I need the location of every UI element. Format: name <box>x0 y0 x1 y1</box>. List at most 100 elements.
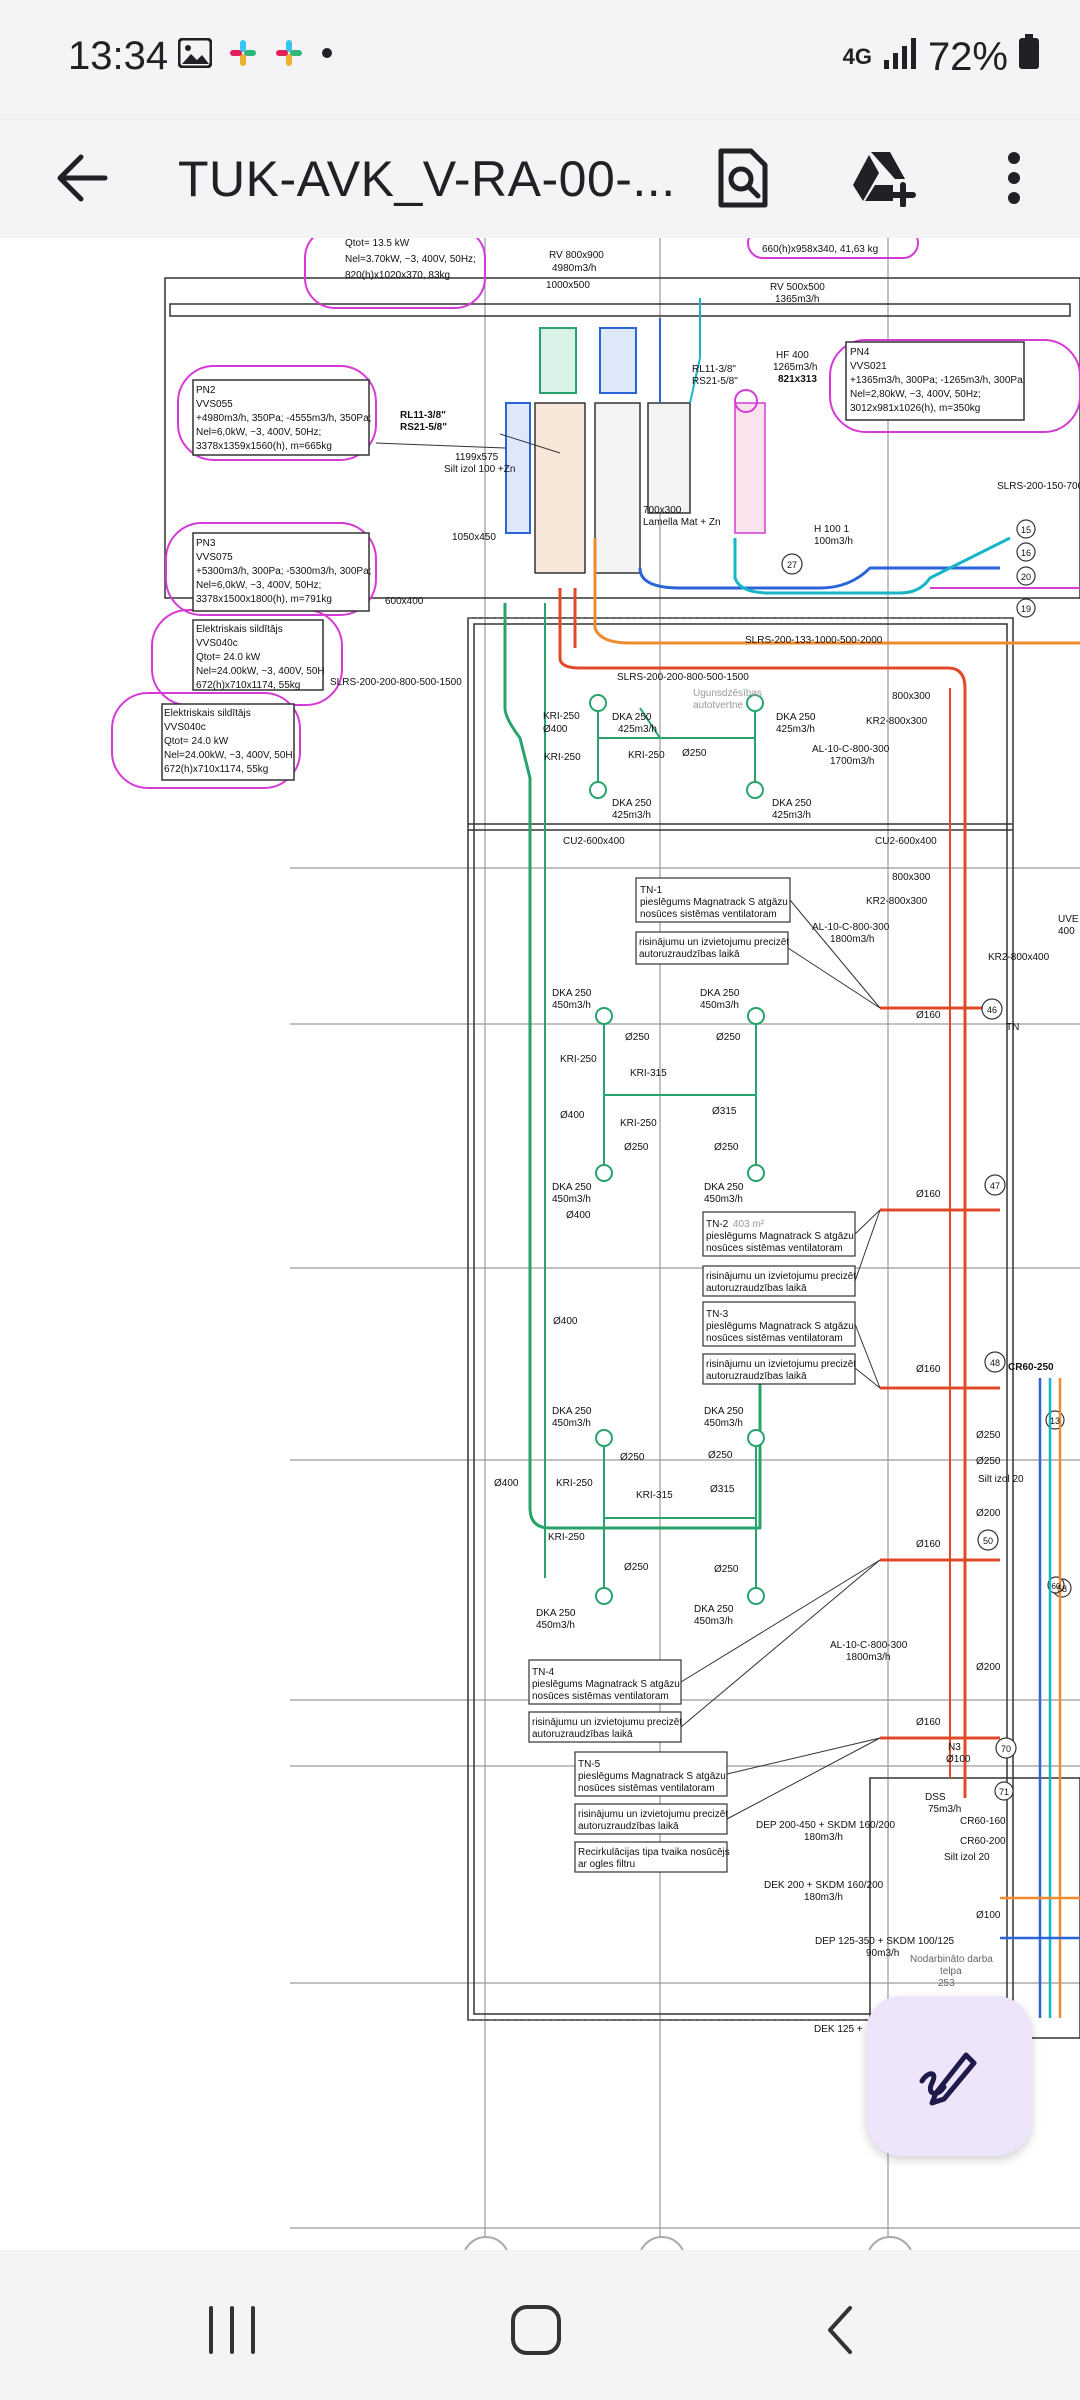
svg-text:DEK 200 + SKDM 160/200: DEK 200 + SKDM 160/200 <box>764 1880 884 1891</box>
svg-text:pieslēgums Magnatrack S atgāzu: pieslēgums Magnatrack S atgāzu <box>578 1771 726 1782</box>
svg-text:Silt izol 20: Silt izol 20 <box>944 1852 990 1863</box>
svg-text:pieslēgums Magnatrack S atgāzu: pieslēgums Magnatrack S atgāzu <box>706 1321 854 1332</box>
document-title: TUK-AVK_V-RA-00-... <box>178 151 676 207</box>
svg-text:Nel=24.00kW, ~3, 400V, 50H: Nel=24.00kW, ~3, 400V, 50H <box>164 750 293 761</box>
back-button[interactable] <box>46 142 118 214</box>
svg-text:Ø250: Ø250 <box>624 1142 649 1153</box>
notification-icons <box>177 37 334 73</box>
battery-icon <box>1018 34 1040 80</box>
svg-text:KRI-250: KRI-250 <box>620 1118 657 1129</box>
svg-text:50: 50 <box>983 1536 993 1546</box>
svg-text:27: 27 <box>787 560 797 570</box>
svg-text:+5300m3/h, 300Pa; -5300m3/h, 3: +5300m3/h, 300Pa; -5300m3/h, 300Pa; <box>196 566 371 577</box>
svg-text:58: 58 <box>1057 1584 1067 1594</box>
svg-text:H 100 1: H 100 1 <box>814 524 849 535</box>
svg-text:Qtot= 24.0 kW: Qtot= 24.0 kW <box>196 652 261 663</box>
svg-text:DSS: DSS <box>925 1792 946 1803</box>
svg-text:Ø250: Ø250 <box>708 1450 733 1461</box>
svg-text:pieslēgums Magnatrack S atgāzu: pieslēgums Magnatrack S atgāzu <box>532 1679 680 1690</box>
add-to-drive-button[interactable] <box>848 142 920 214</box>
svg-text:4980m3/h: 4980m3/h <box>552 263 596 274</box>
svg-text:KRI-250: KRI-250 <box>560 1054 597 1065</box>
svg-text:20: 20 <box>1021 572 1031 582</box>
svg-text:nosūces sistēmas ventilatoram: nosūces sistēmas ventilatoram <box>706 1243 843 1254</box>
recent-apps-button[interactable] <box>192 2290 272 2370</box>
exhaust-duct-green <box>503 603 762 1530</box>
svg-text:Ø400: Ø400 <box>566 1210 591 1221</box>
back-icon <box>828 2306 852 2354</box>
svg-text:Ø400: Ø400 <box>543 724 568 735</box>
svg-text:Qtot= 13.5 kW: Qtot= 13.5 kW <box>345 238 410 249</box>
svg-text:450m3/h: 450m3/h <box>694 1616 733 1627</box>
svg-text:autoruzraudzības laikā: autoruzraudzības laikā <box>639 949 740 960</box>
svg-text:nosūces sistēmas ventilatoram: nosūces sistēmas ventilatoram <box>532 1691 669 1702</box>
svg-text:Ø250: Ø250 <box>682 748 707 759</box>
revision-clouds <box>111 238 1080 789</box>
svg-text:253: 253 <box>938 1978 955 1989</box>
svg-text:425m3/h: 425m3/h <box>772 810 811 821</box>
svg-text:Ø100: Ø100 <box>976 1910 1001 1921</box>
svg-text:Ø200: Ø200 <box>976 1662 1001 1673</box>
svg-text:KRI-315: KRI-315 <box>636 1490 673 1501</box>
svg-text:60: 60 <box>1052 1582 1061 1591</box>
svg-text:DKA 250: DKA 250 <box>776 712 816 723</box>
status-time: 13:34 <box>68 34 169 78</box>
svg-text:700x300: 700x300 <box>643 505 682 516</box>
svg-text:1365m3/h: 1365m3/h <box>775 294 819 305</box>
svg-text:TN-4: TN-4 <box>532 1667 555 1678</box>
nav-back-button[interactable] <box>800 2290 880 2370</box>
svg-text:Ø100: Ø100 <box>946 1754 971 1765</box>
dot-icon <box>320 46 334 65</box>
svg-text:VVS075: VVS075 <box>196 552 233 563</box>
svg-text:Ø250: Ø250 <box>976 1456 1001 1467</box>
svg-text:DEK 125 +: DEK 125 + <box>814 2024 863 2035</box>
svg-text:VVS021: VVS021 <box>850 361 887 372</box>
svg-text:AL-10-C-800-300: AL-10-C-800-300 <box>830 1640 908 1651</box>
svg-text:SLRS-200-200-800-500-1500: SLRS-200-200-800-500-1500 <box>617 672 749 683</box>
svg-text:PN3: PN3 <box>196 538 216 549</box>
svg-text:450m3/h: 450m3/h <box>552 1000 591 1011</box>
svg-text:TN: TN <box>1006 1022 1019 1033</box>
search-document-button[interactable] <box>707 142 779 214</box>
home-icon <box>511 2305 561 2355</box>
svg-text:autoruzraudzības laikā: autoruzraudzības laikā <box>578 1821 679 1832</box>
home-button[interactable] <box>496 2290 576 2370</box>
svg-text:autoruzraudzības laikā: autoruzraudzības laikā <box>706 1283 807 1294</box>
svg-text:100m3/h: 100m3/h <box>814 536 853 547</box>
svg-text:425m3/h: 425m3/h <box>776 724 815 735</box>
svg-text:Ø400: Ø400 <box>560 1110 585 1121</box>
svg-text:VVS055: VVS055 <box>196 399 233 410</box>
svg-text:Ø250: Ø250 <box>624 1562 649 1573</box>
svg-text:3378x1359x1560(h), m=665kg: 3378x1359x1560(h), m=665kg <box>196 441 332 452</box>
svg-text:DKA 250: DKA 250 <box>704 1406 744 1417</box>
svg-text:ar ogles filtru: ar ogles filtru <box>578 1859 635 1870</box>
svg-text:Ø250: Ø250 <box>625 1032 650 1043</box>
svg-text:46: 46 <box>987 1005 997 1015</box>
svg-text:1265m3/h: 1265m3/h <box>773 362 817 373</box>
svg-text:19: 19 <box>1021 604 1031 614</box>
svg-text:672(h)x710x1174, 55kg: 672(h)x710x1174, 55kg <box>164 764 268 775</box>
svg-text:nosūces sistēmas ventilatoram: nosūces sistēmas ventilatoram <box>640 909 777 920</box>
svg-text:450m3/h: 450m3/h <box>704 1418 743 1429</box>
drawing-canvas[interactable]: Qtot= 13.5 kW Nel=3.70kW, ~3, 400V, 50Hz… <box>0 238 1080 2250</box>
edit-annotate-button[interactable] <box>866 1996 1032 2156</box>
svg-text:DEP 125-350 + SKDM 100/125: DEP 125-350 + SKDM 100/125 <box>815 1936 955 1947</box>
svg-text:425m3/h: 425m3/h <box>612 810 651 821</box>
svg-text:+1365m3/h, 300Pa; -1265m3/h, 3: +1365m3/h, 300Pa; -1265m3/h, 300Pa; <box>850 375 1025 386</box>
svg-text:KRI-315: KRI-315 <box>630 1068 667 1079</box>
drive-add-icon <box>853 152 916 207</box>
svg-text:RS21-5/8": RS21-5/8" <box>400 422 447 433</box>
document-viewer[interactable]: Qtot= 13.5 kW Nel=3.70kW, ~3, 400V, 50Hz… <box>0 238 1080 2250</box>
diffusers <box>589 694 765 1605</box>
svg-text:risinājumu un izvietojumu prec: risinājumu un izvietojumu precizēt <box>578 1809 728 1820</box>
more-vert-icon <box>1008 152 1020 204</box>
svg-text:KRI-250: KRI-250 <box>556 1478 593 1489</box>
svg-text:Nel=6,0kW, ~3, 400V, 50Hz;: Nel=6,0kW, ~3, 400V, 50Hz; <box>196 427 321 438</box>
more-options-button[interactable] <box>978 142 1050 214</box>
svg-text:DEP 200-450 + SKDM 160/200: DEP 200-450 + SKDM 160/200 <box>756 1820 896 1831</box>
svg-text:70: 70 <box>1001 1744 1011 1754</box>
svg-text:3012x981x1026(h), m=350kg: 3012x981x1026(h), m=350kg <box>850 403 980 414</box>
image-icon <box>177 37 213 73</box>
svg-text:KR2-800x300: KR2-800x300 <box>866 896 928 907</box>
svg-text:180m3/h: 180m3/h <box>804 1892 843 1903</box>
